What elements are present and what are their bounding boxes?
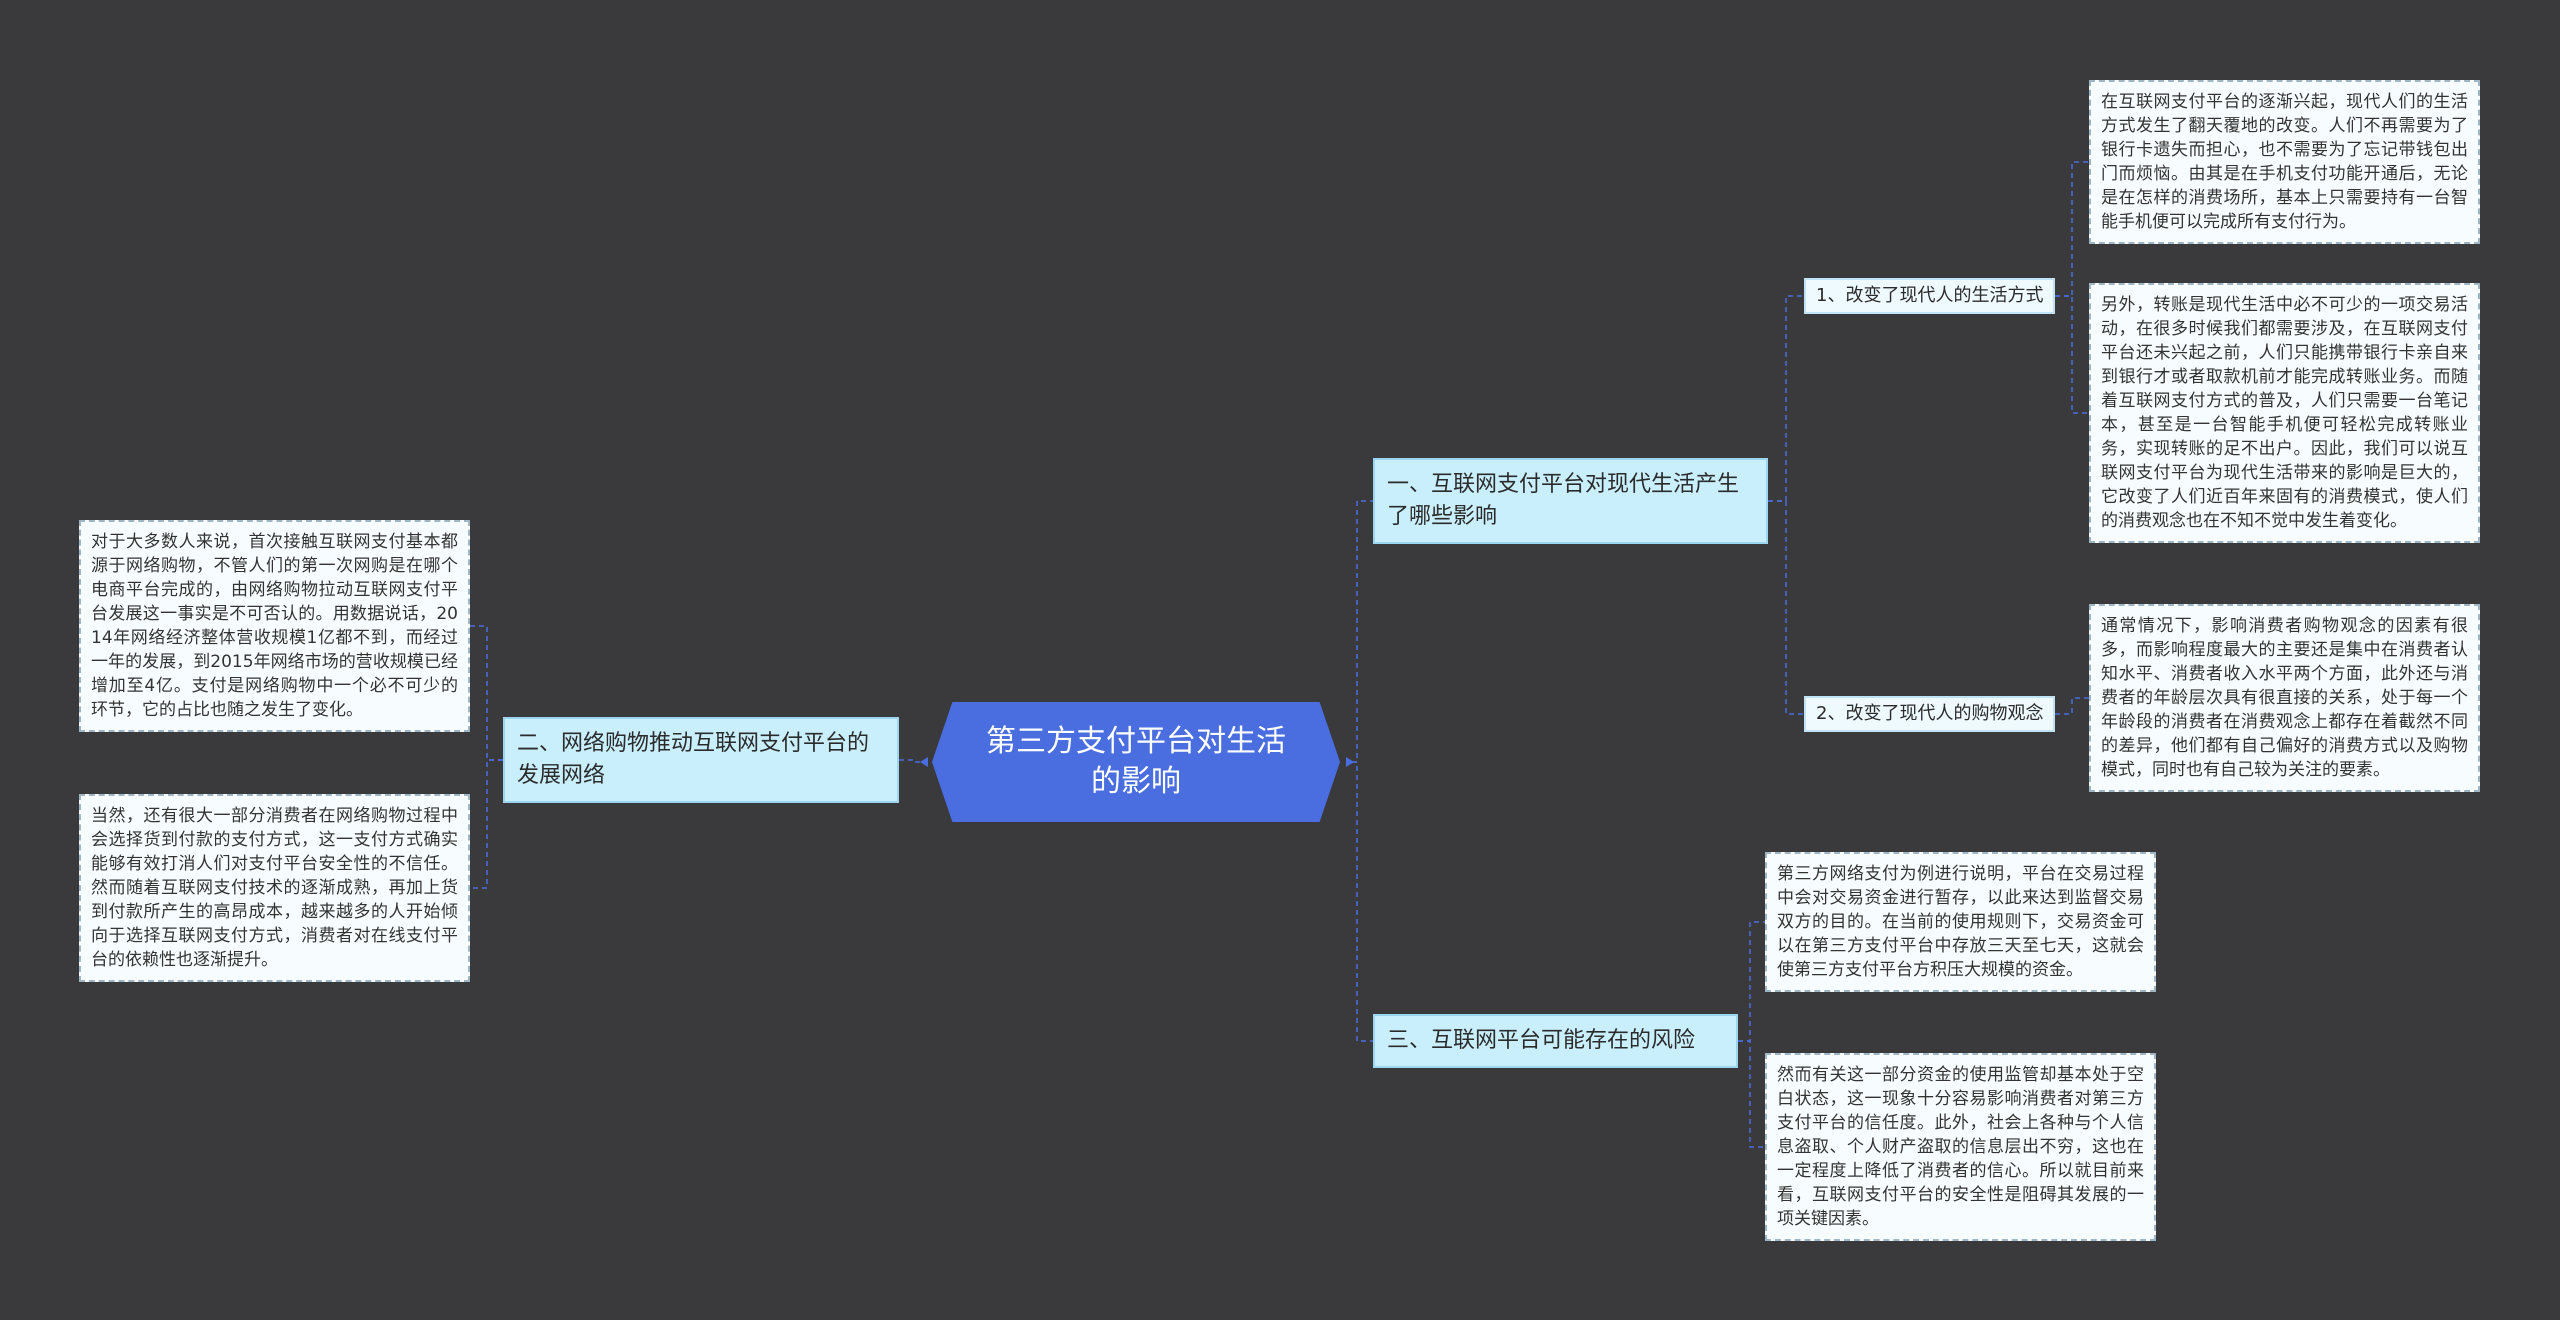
subtopic-lifestyle-label: 1、改变了现代人的生活方式 <box>1816 285 2044 306</box>
leaf-online-shopping-1-text: 对于大多数人来说，首次接触互联网支付基本都源于网络购物，不管人们的第一次网购是在… <box>91 532 458 720</box>
branch-topic-2[interactable]: 二、网络购物推动互联网支付平台的发展网络 <box>503 717 899 803</box>
branch-topic-1-label: 一、互联网支付平台对现代生活产生了哪些影响 <box>1387 472 1740 529</box>
leaf-lifestyle-1[interactable]: 在互联网支付平台的逐渐兴起，现代人们的生活方式发生了翻天覆地的改变。人们不再需要… <box>2089 80 2480 244</box>
leaf-online-shopping-1[interactable]: 对于大多数人来说，首次接触互联网支付基本都源于网络购物，不管人们的第一次网购是在… <box>79 520 470 732</box>
leaf-lifestyle-2[interactable]: 另外，转账是现代生活中必不可少的一项交易活动，在很多时候我们都需要涉及，在互联网… <box>2089 283 2480 543</box>
root-right-connector-arrow <box>1346 757 1354 767</box>
link-root-b1 <box>1352 500 1373 763</box>
subtopic-shopping-concept-label: 2、改变了现代人的购物观念 <box>1816 703 2044 724</box>
leaf-risk-1[interactable]: 第三方网络支付为例进行说明，平台在交易过程中会对交易资金进行暂存，以此来达到监督… <box>1765 852 2156 992</box>
link-root-b2 <box>899 759 920 763</box>
link-s2-leaf1 <box>2055 697 2089 715</box>
branch-topic-2-label: 二、网络购物推动互联网支付平台的发展网络 <box>517 731 870 788</box>
leaf-risk-2-text: 然而有关这一部分资金的使用监管却基本处于空白状态，这一现象十分容易影响消费者对第… <box>1777 1065 2144 1229</box>
leaf-lifestyle-1-text: 在互联网支付平台的逐渐兴起，现代人们的生活方式发生了翻天覆地的改变。人们不再需要… <box>2101 92 2468 232</box>
leaf-risk-1-text: 第三方网络支付为例进行说明，平台在交易过程中会对交易资金进行暂存，以此来达到监督… <box>1777 864 2144 980</box>
link-b1-s2 <box>1768 500 1804 715</box>
branch-topic-1[interactable]: 一、互联网支付平台对现代生活产生了哪些影响 <box>1373 458 1768 544</box>
root-topic[interactable]: 第三方支付平台对生活的影响 <box>932 702 1340 822</box>
leaf-shopping-concept-1[interactable]: 通常情况下，影响消费者购物观念的因素有很多，而影响程度最大的主要还是集中在消费者… <box>2089 604 2480 792</box>
link-b2-leaf1 <box>470 625 503 761</box>
link-b2-leaf2 <box>470 759 503 889</box>
link-b3-leaf1 <box>1738 921 1765 1042</box>
leaf-lifestyle-2-text: 另外，转账是现代生活中必不可少的一项交易活动，在很多时候我们都需要涉及，在互联网… <box>2101 295 2468 531</box>
link-s1-leaf2 <box>2055 295 2089 414</box>
subtopic-lifestyle[interactable]: 1、改变了现代人的生活方式 <box>1804 278 2056 314</box>
root-topic-label: 第三方支付平台对生活的影响 <box>986 724 1286 799</box>
link-b3-leaf2 <box>1738 1040 1765 1148</box>
leaf-risk-2[interactable]: 然而有关这一部分资金的使用监管却基本处于空白状态，这一现象十分容易影响消费者对第… <box>1765 1053 2156 1241</box>
link-b1-s1 <box>1768 295 1804 502</box>
branch-topic-3[interactable]: 三、互联网平台可能存在的风险 <box>1373 1014 1738 1068</box>
root-left-connector-arrow <box>920 757 928 767</box>
leaf-online-shopping-2-text: 当然，还有很大一部分消费者在网络购物过程中会选择货到付款的支付方式，这一支付方式… <box>91 806 458 970</box>
branch-topic-3-label: 三、互联网平台可能存在的风险 <box>1387 1028 1696 1053</box>
leaf-shopping-concept-1-text: 通常情况下，影响消费者购物观念的因素有很多，而影响程度最大的主要还是集中在消费者… <box>2101 616 2468 780</box>
link-root-b3 <box>1352 761 1373 1042</box>
subtopic-shopping-concept[interactable]: 2、改变了现代人的购物观念 <box>1804 696 2056 732</box>
leaf-online-shopping-2[interactable]: 当然，还有很大一部分消费者在网络购物过程中会选择货到付款的支付方式，这一支付方式… <box>79 794 470 982</box>
link-s1-leaf1 <box>2055 161 2089 297</box>
